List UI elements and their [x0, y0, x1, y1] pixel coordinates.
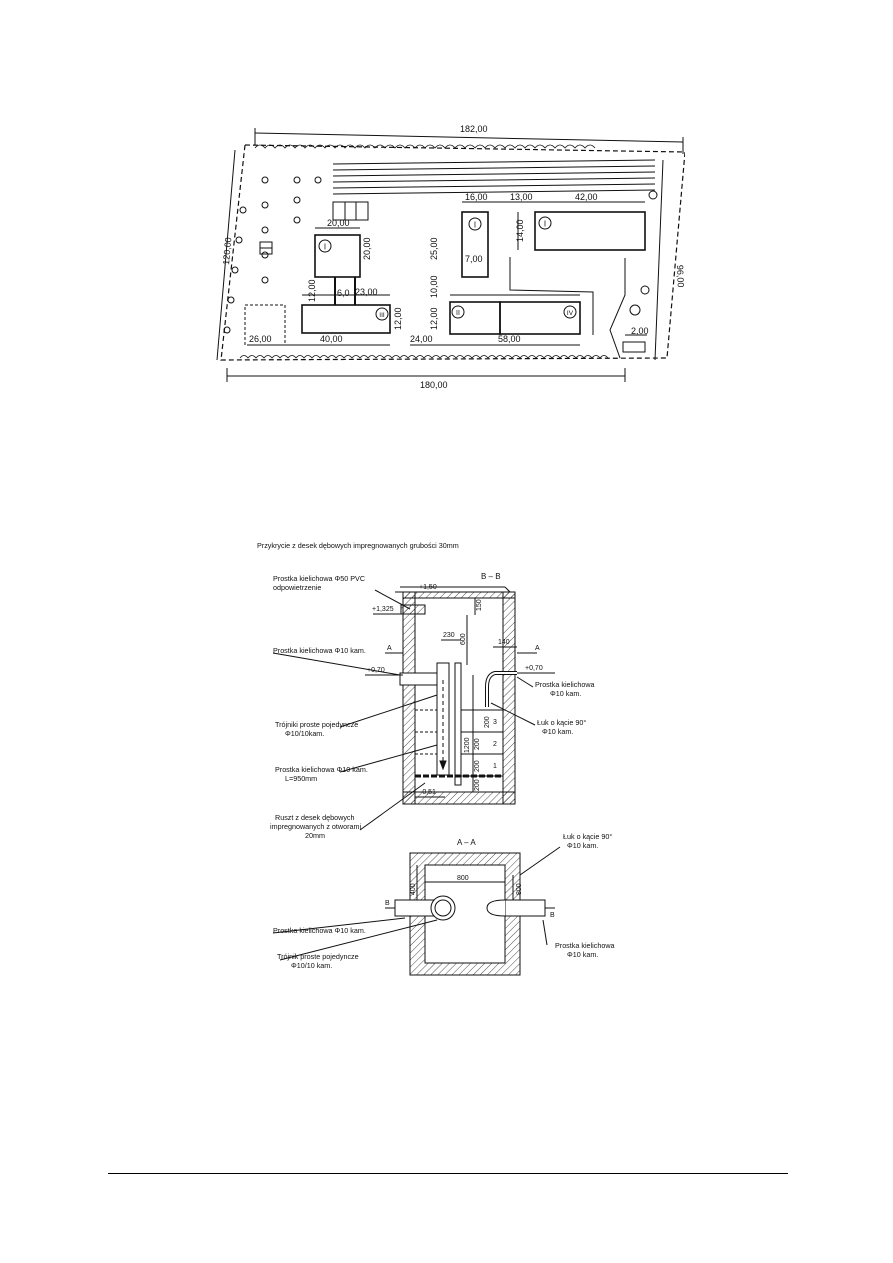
dim-1200: 1200 [464, 737, 471, 753]
dim-bldg3-h: 12,00 [393, 307, 403, 330]
label-building-3: III [379, 312, 385, 319]
label-building-4: IV [567, 310, 574, 317]
dim-13: 13,00 [510, 192, 533, 202]
dim-aa-width: 800 [457, 875, 469, 882]
callout-cover: Przykrycie z desek dębowych impregnowany… [257, 541, 459, 550]
dim-200b: 200 [474, 738, 481, 750]
dim-right: 96,00 [675, 265, 685, 288]
dim-bottom: 180,00 [420, 380, 448, 390]
dim-bldg1-h: 20,00 [362, 237, 372, 260]
label-building-2: II [456, 310, 460, 317]
label-building-1b: I [474, 221, 476, 230]
building-3 [301, 304, 391, 334]
callout-outlet-1: Prostka kielichowa [535, 680, 595, 689]
site-plan-drawing: 182,00 180,00 120,00 96,00 20,00 20,00 1… [216, 124, 686, 390]
callout-aa-arc-1: Łuk o kącie 90° [563, 832, 612, 841]
dim-42: 42,00 [575, 192, 598, 202]
dim-24: 24,00 [410, 334, 433, 344]
dim-58: 58,00 [498, 334, 521, 344]
callout-grate-3: 20mm [305, 831, 325, 840]
section-bb [272, 586, 555, 831]
section-aa [272, 846, 561, 976]
dim-200d: 200 [474, 779, 481, 791]
callout-vent-1: Prostka kielichowa Φ50 PVC [273, 574, 365, 583]
building-1b [461, 211, 489, 278]
septic-tank-section-figure: Przykrycie z desek dębowych impregnowany… [255, 535, 630, 990]
callout-vent-2: odpowietrzenie [273, 583, 321, 592]
dim-26: 26,00 [249, 334, 272, 344]
mark-b-right: B [550, 912, 555, 919]
dim-7: 7,00 [465, 254, 483, 264]
level-vent: +1,325 [372, 606, 394, 613]
dim-gap-b: 6,0 [337, 288, 350, 298]
dim-bldg1-w: 20,00 [327, 218, 350, 228]
dim-40: 40,00 [320, 334, 343, 344]
callout-pipe-2: L=950mm [285, 774, 317, 783]
dim-140: 140 [498, 639, 510, 646]
dim-230: 230 [443, 632, 455, 639]
building-1 [314, 234, 361, 278]
callout-aa-tee-2: Φ10/10 kam. [291, 961, 332, 970]
level-outlet: +0,70 [525, 665, 543, 672]
level-inlet: +0,70 [367, 667, 385, 674]
callout-arc-2: Φ10 kam. [542, 727, 573, 736]
callout-grate-1: Ruszt z desek dębowych [275, 813, 355, 822]
mark-a-left: A [387, 645, 392, 652]
callout-inlet: Prostka kielichowa Φ10 kam. [273, 646, 366, 655]
dim-600: 600 [460, 633, 467, 645]
building-1c [534, 211, 646, 251]
site-plan-figure: 182,00 180,00 120,00 96,00 20,00 20,00 1… [215, 120, 686, 395]
level-top: +1,50 [419, 584, 437, 591]
dim-aa-h1: 400 [410, 883, 417, 895]
dim-left: 120,00 [221, 237, 233, 265]
footer-rule [108, 1173, 788, 1174]
dim-200c: 200 [474, 760, 481, 772]
callout-tee-1: Trójniki proste pojedyncze [275, 720, 358, 729]
building-4 [499, 301, 581, 335]
dim-top: 182,00 [460, 124, 488, 134]
dim-16: 16,00 [465, 192, 488, 202]
level-bottom: -0,51 [420, 789, 436, 796]
dim-14: 14,00 [515, 219, 525, 242]
title-section-bb: B – B [481, 572, 501, 581]
dim-150: 150 [476, 599, 483, 611]
title-section-aa: A – A [457, 838, 476, 847]
dim-23: 23,00 [355, 287, 378, 297]
callout-aa-tee-1: Trójnik proste pojedyncze [277, 952, 359, 961]
dim-gap-a: 12,00 [307, 279, 317, 302]
callout-aa-pipe-right-1: Prostka kielichowa [555, 941, 615, 950]
callout-outlet-2: Φ10 kam. [550, 689, 581, 698]
callout-aa-pipe-right-2: Φ10 kam. [567, 950, 598, 959]
callout-pipe-1: Prostka kielichowa Φ10 kam. [275, 765, 368, 774]
septic-tank-section-drawing: Przykrycie z desek dębowych impregnowany… [257, 541, 615, 976]
filter-layer-3: 3 [493, 719, 497, 726]
callout-arc-1: Łuk o kącie 90° [537, 718, 586, 727]
dim-200a: 200 [484, 716, 491, 728]
label-building-1c: I [544, 220, 546, 229]
dim-2: 2,00 [631, 326, 649, 336]
filter-layer-1: 1 [493, 763, 497, 770]
dim-10: 10,00 [429, 275, 439, 298]
dim-25: 25,00 [429, 237, 439, 260]
dim-aa-h2: 800 [516, 883, 523, 895]
filter-layer-2: 2 [493, 741, 497, 748]
callout-aa-pipe-left: Prostka kielichowa Φ10 kam. [273, 926, 366, 935]
callout-tee-2: Φ10/10kam. [285, 729, 324, 738]
mark-a-right: A [535, 645, 540, 652]
label-building-1: I [324, 243, 326, 252]
callout-aa-arc-2: Φ10 kam. [567, 841, 598, 850]
mark-b-left: B [385, 900, 390, 907]
dim-12b: 12,00 [429, 307, 439, 330]
callout-grate-2: impregnowanych z otworami [270, 822, 361, 831]
plot-boundary [220, 144, 686, 361]
